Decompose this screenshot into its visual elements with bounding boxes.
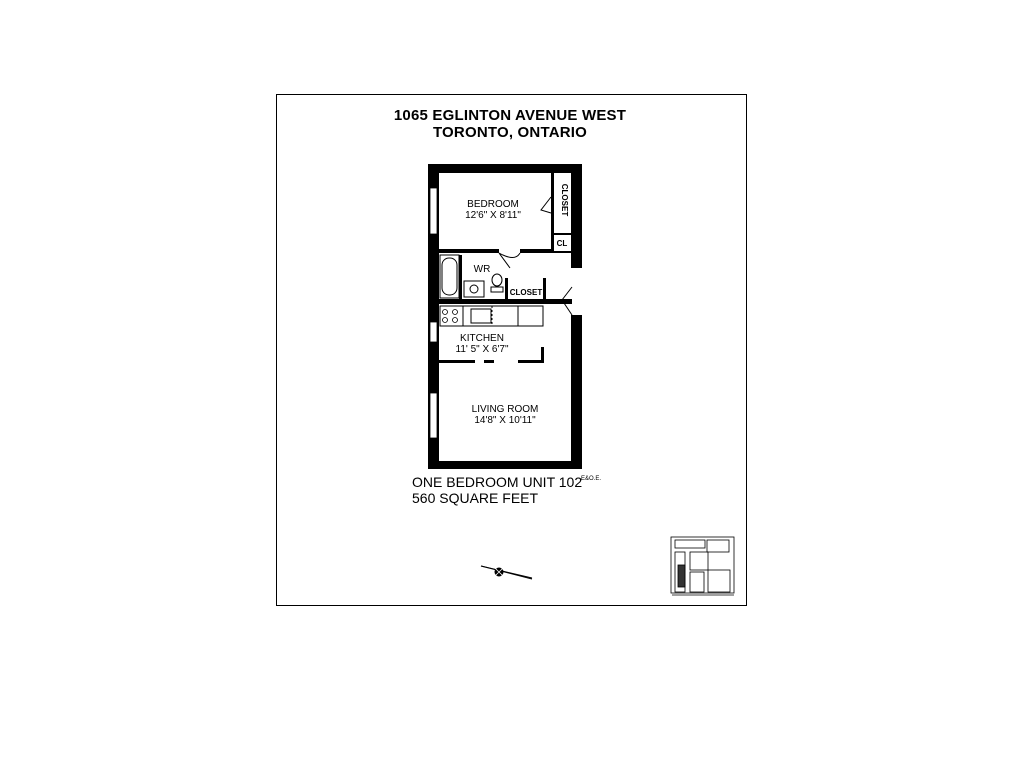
entry-closet-label: CLOSET (510, 288, 543, 297)
outer-walls (428, 164, 582, 469)
living-room-label: LIVING ROOM (472, 404, 539, 415)
toilet (490, 273, 504, 293)
unit-name: ONE BEDROOM UNIT 102 (412, 474, 583, 490)
entry-door (561, 286, 573, 316)
bathroom-sink (463, 280, 485, 298)
bedroom-closet-label: CLOSET (560, 184, 569, 217)
bedroom-size: 12'6" X 8'11" (465, 210, 521, 221)
living-room-size: 14'8" X 10'11" (474, 415, 536, 426)
address-line-1: 1065 EGLINTON AVENUE WEST (393, 107, 627, 124)
bedroom-label: BEDROOM (467, 199, 519, 210)
unit-area: 560 SQUARE FEET (412, 490, 539, 506)
stove (442, 309, 458, 323)
address-line-2: TORONTO, ONTARIO (432, 124, 588, 141)
kitchen-counter (439, 305, 544, 327)
plan-frame (276, 94, 747, 606)
bathtub (439, 254, 460, 299)
wr-label: WR (474, 264, 491, 275)
cl-label: CL (557, 239, 568, 248)
key-plan-thumbnail (670, 536, 735, 596)
kitchen-label: KITCHEN (460, 333, 504, 344)
compass-icon (480, 565, 533, 580)
closet-door (540, 196, 552, 214)
kitchen-partition (439, 347, 544, 363)
bathroom-door (498, 252, 521, 269)
windows (429, 187, 438, 439)
eoe-note: E&O.E. (581, 476, 602, 482)
interior-walls (439, 173, 572, 304)
kitchen-size: 11' 5" X 6'7" (456, 344, 509, 355)
